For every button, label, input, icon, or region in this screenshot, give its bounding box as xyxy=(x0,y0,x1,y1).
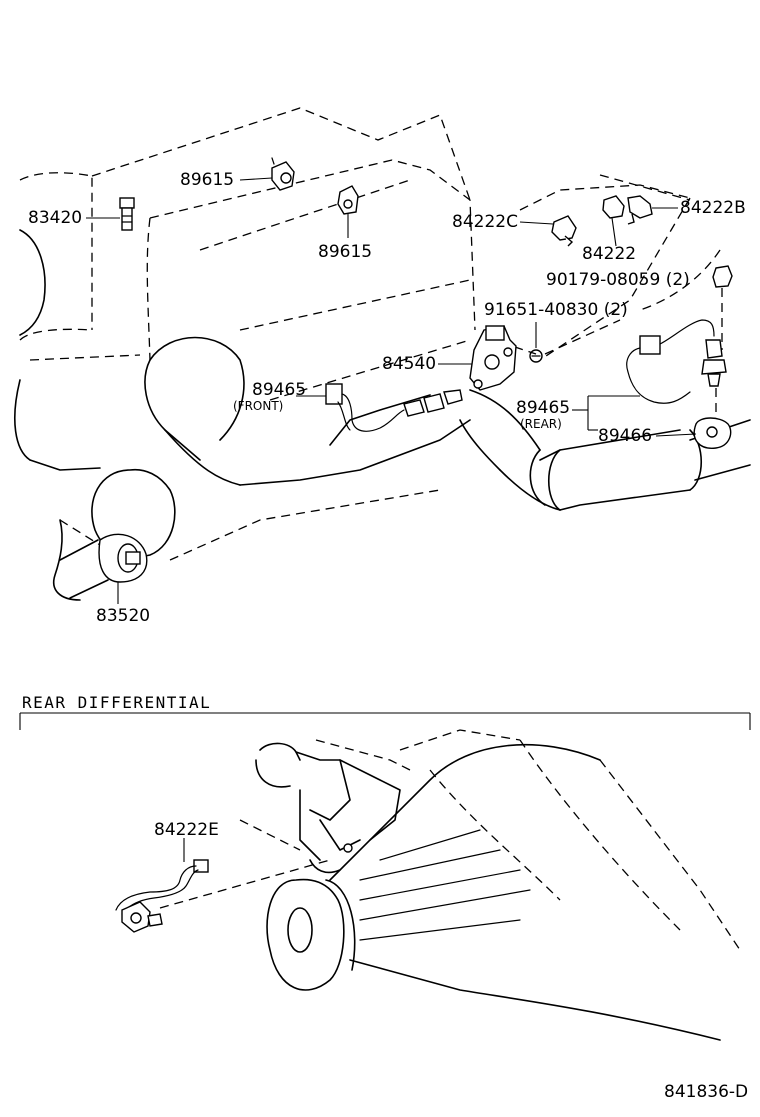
oil-pressure-sender xyxy=(119,197,135,231)
label-89615-lower: 89615 xyxy=(318,242,373,262)
label-89465-rear: 89465 xyxy=(516,398,571,418)
engine-contours xyxy=(14,229,751,601)
switch-84222e xyxy=(115,859,209,933)
switch-84222 xyxy=(602,195,625,219)
engine-outline xyxy=(19,107,721,561)
label-91651-40830: 91651-40830 (2) xyxy=(484,300,628,320)
oxygen-sensor-front xyxy=(325,383,463,432)
neutral-start-switch xyxy=(469,325,517,391)
label-83520: 83520 xyxy=(96,606,151,626)
label-84222b: 84222B xyxy=(680,198,746,218)
nut-90179 xyxy=(712,265,733,288)
label-84222c: 84222C xyxy=(452,212,518,232)
switch-84222c xyxy=(551,215,577,247)
knock-sensor-lower xyxy=(337,185,359,215)
label-83420: 83420 xyxy=(28,208,83,228)
label-front-note: (FRONT) xyxy=(233,399,284,413)
section-title-rear-differential: REAR DIFFERENTIAL xyxy=(22,693,212,712)
bolt-91651 xyxy=(529,349,543,363)
label-84540: 84540 xyxy=(382,354,437,374)
oxygen-sensor-rear xyxy=(626,319,727,404)
knock-sensor-upper xyxy=(271,157,295,191)
oil-sender-83520 xyxy=(59,533,148,599)
label-89615-upper: 89615 xyxy=(180,170,235,190)
label-90179-08059: 90179-08059 (2) xyxy=(546,270,690,290)
label-84222: 84222 xyxy=(582,244,637,264)
label-89466: 89466 xyxy=(598,426,653,446)
rear-diff-housing xyxy=(159,729,741,1041)
label-rear-note: (REAR) xyxy=(520,417,562,431)
gasket-89466 xyxy=(693,417,732,449)
switch-84222b xyxy=(627,195,653,225)
figure-code: 841836-D xyxy=(664,1082,749,1102)
rear-diff-frame xyxy=(19,712,751,730)
label-89465-front: 89465 xyxy=(252,380,307,400)
label-84222e: 84222E xyxy=(154,820,219,840)
